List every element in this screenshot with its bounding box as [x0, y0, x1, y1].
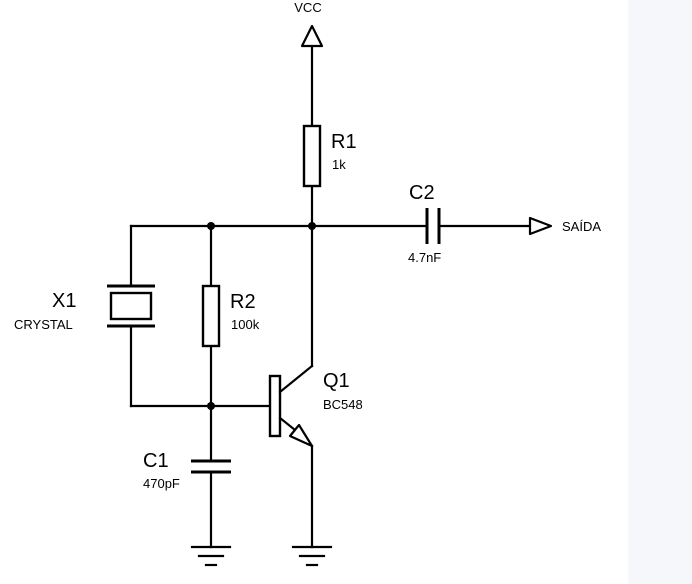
x1-value: CRYSTAL: [14, 317, 73, 332]
q1-ref: Q1: [323, 370, 350, 392]
r1-value: 1k: [332, 157, 346, 172]
transistor-q1-base-bar: [268, 374, 282, 438]
ground-q1: [291, 545, 333, 567]
r2-value: 100k: [231, 317, 260, 332]
transistor-q1: Q1 BC548: [268, 364, 363, 448]
vcc-arrow-icon: [300, 24, 324, 48]
output-arrow-icon: [528, 216, 553, 236]
capacitor-c1: C1 470pF: [143, 450, 231, 491]
crystal-x1-body: [109, 291, 153, 321]
q1-value: BC548: [323, 397, 363, 412]
side-strip: [628, 0, 692, 584]
ground-c1: [190, 545, 232, 567]
circuit-schematic: VCC SAÍDA R1 1k R2 100k C2 4.7nF C1 470p…: [14, 0, 601, 567]
emitter-arrow-icon: [288, 423, 314, 448]
vcc-label: VCC: [294, 0, 321, 15]
junction-dot: [308, 222, 316, 230]
resistor-r1-body: [302, 124, 322, 188]
output-label: SAÍDA: [562, 219, 601, 234]
junction-dot: [207, 222, 215, 230]
c1-ref: C1: [143, 450, 169, 472]
x1-ref: X1: [52, 290, 76, 312]
junction-dot: [207, 402, 215, 410]
r1-ref: R1: [331, 131, 357, 153]
c2-ref: C2: [409, 182, 435, 204]
junctions: [207, 222, 316, 410]
crystal-x1: X1 CRYSTAL: [14, 284, 155, 332]
resistor-r1: R1 1k: [302, 124, 357, 188]
transistor-q1-collector-lead: [278, 364, 314, 394]
wires: [129, 46, 532, 549]
c2-value: 4.7nF: [408, 250, 441, 265]
c1-value: 470pF: [143, 476, 180, 491]
capacitor-c2: C2 4.7nF: [408, 182, 441, 265]
resistor-r2-body: [201, 284, 221, 348]
resistor-r2: R2 100k: [201, 284, 260, 348]
r2-ref: R2: [230, 291, 256, 313]
